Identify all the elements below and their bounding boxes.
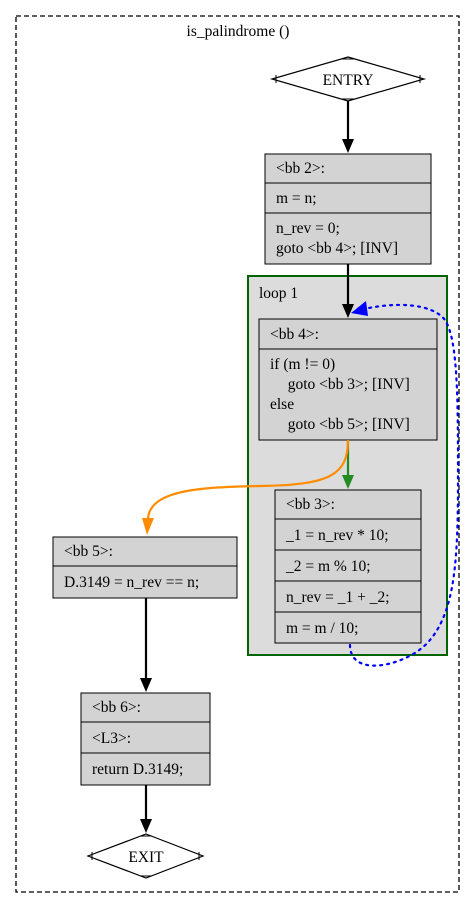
block-bb3[interactable]: <bb 3>: _1 = n_rev * 10; _2 = m % 10; n_… xyxy=(274,489,422,644)
bb3-line-1: _1 = n_rev * 10; xyxy=(285,527,389,544)
bb3-line-3: n_rev = _1 + _2; xyxy=(286,589,390,606)
entry-node[interactable]: ENTRY xyxy=(269,56,427,102)
bb3-header: <bb 3>: xyxy=(286,496,335,513)
bb5-line-1: D.3149 = n_rev == n; xyxy=(64,574,199,591)
bb3-line-2: _2 = m % 10; xyxy=(285,558,371,575)
bb2-line-2: n_rev = 0; xyxy=(276,220,340,237)
bb4-line-2: goto <bb 3>; [INV] xyxy=(280,376,410,393)
edge-bb6-exit xyxy=(140,785,152,833)
block-bb6[interactable]: <bb 6>: <L3>: return D.3149; xyxy=(80,692,211,786)
entry-label: ENTRY xyxy=(323,72,374,89)
bb2-line-1: m = n; xyxy=(276,190,317,207)
edge-bb4-bb5-false xyxy=(142,439,350,535)
loop-label: loop 1 xyxy=(259,285,298,302)
bb6-line-2: return D.3149; xyxy=(92,761,183,778)
bb6-header: <bb 6>: xyxy=(92,699,141,716)
bb3-line-4: m = m / 10; xyxy=(286,620,358,637)
edge-entry-bb2 xyxy=(342,101,354,153)
bb6-line-1: <L3>: xyxy=(92,730,131,747)
bb4-header: <bb 4>: xyxy=(270,326,319,343)
edge-bb5-bb6 xyxy=(140,598,152,692)
block-bb5[interactable]: <bb 5>: D.3149 = n_rev == n; xyxy=(52,536,238,599)
exit-node[interactable]: EXIT xyxy=(86,833,205,879)
bb2-header: <bb 2>: xyxy=(276,160,325,177)
bb4-line-4: goto <bb 5>; [INV] xyxy=(280,416,410,433)
bb4-line-1: if (m != 0) xyxy=(270,356,335,373)
function-title: is_palindrome () xyxy=(187,23,290,40)
function-cluster-border xyxy=(15,15,460,893)
bb4-line-3: else xyxy=(270,396,294,413)
block-bb2[interactable]: <bb 2>: m = n; n_rev = 0; goto <bb 4>; [… xyxy=(264,153,432,265)
bb2-line-3: goto <bb 4>; [INV] xyxy=(276,240,398,257)
block-bb4[interactable]: <bb 4>: if (m != 0) goto <bb 3>; [INV] e… xyxy=(258,318,438,441)
edge-bb3-bb4-back xyxy=(348,301,460,667)
exit-label: EXIT xyxy=(128,849,164,866)
edge-bb2-bb4 xyxy=(342,264,354,318)
bb5-header: <bb 5>: xyxy=(64,543,113,560)
